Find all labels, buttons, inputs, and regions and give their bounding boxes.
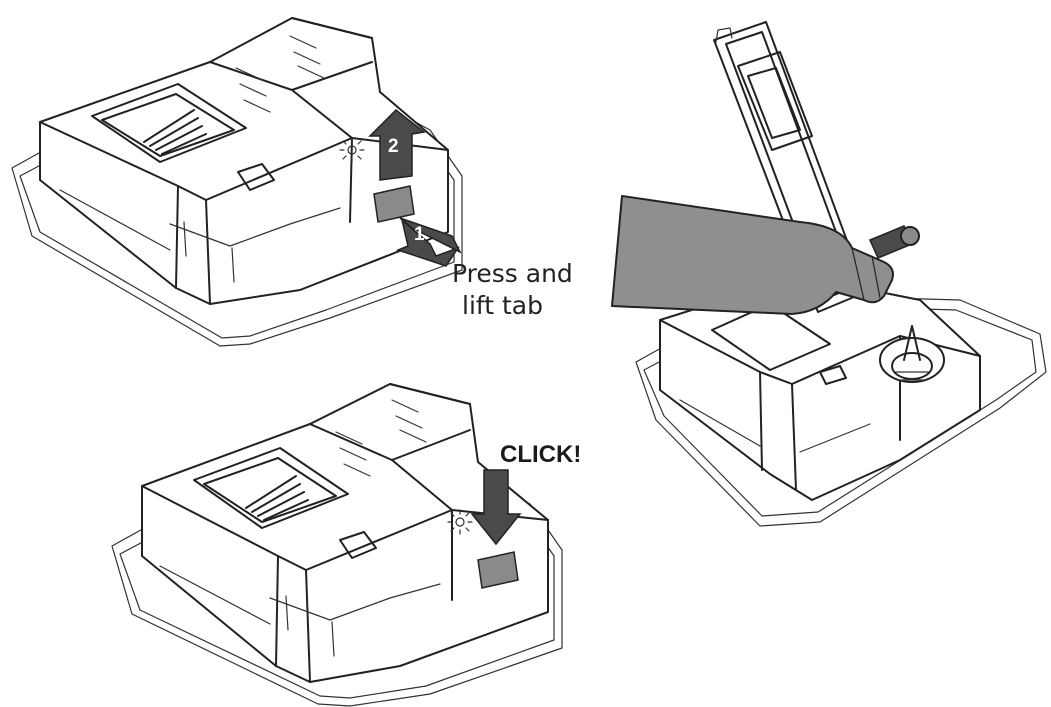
rinse-aid-sun-icon [339,137,365,163]
release-tab-closed [477,551,519,589]
rinse-aid-sun-icon [447,509,473,535]
rinse-aid-bottle [611,195,894,315]
figure-close-tab: CLICK! [111,383,581,707]
arrow-lift-icon: 2 [368,108,426,181]
figure-fill-rinse-aid [611,21,1047,527]
click-label: CLICK! [500,441,581,468]
detergent-lines-icon [143,109,207,155]
step-1-number: 1 [414,224,425,245]
dispenser-body [39,17,449,305]
dispenser-body-closed [141,383,549,683]
arrow-press-icon: 1 [395,217,462,267]
arrow-down-icon [470,469,522,546]
press-label-line-1: Press and [452,259,573,288]
release-tab [373,185,415,223]
figure-open-tab: 2 1 Press and lift tab [11,17,573,347]
press-label-line-2: lift tab [462,291,543,320]
detergent-lines-icon [245,475,309,521]
step-2-number: 2 [388,136,399,157]
